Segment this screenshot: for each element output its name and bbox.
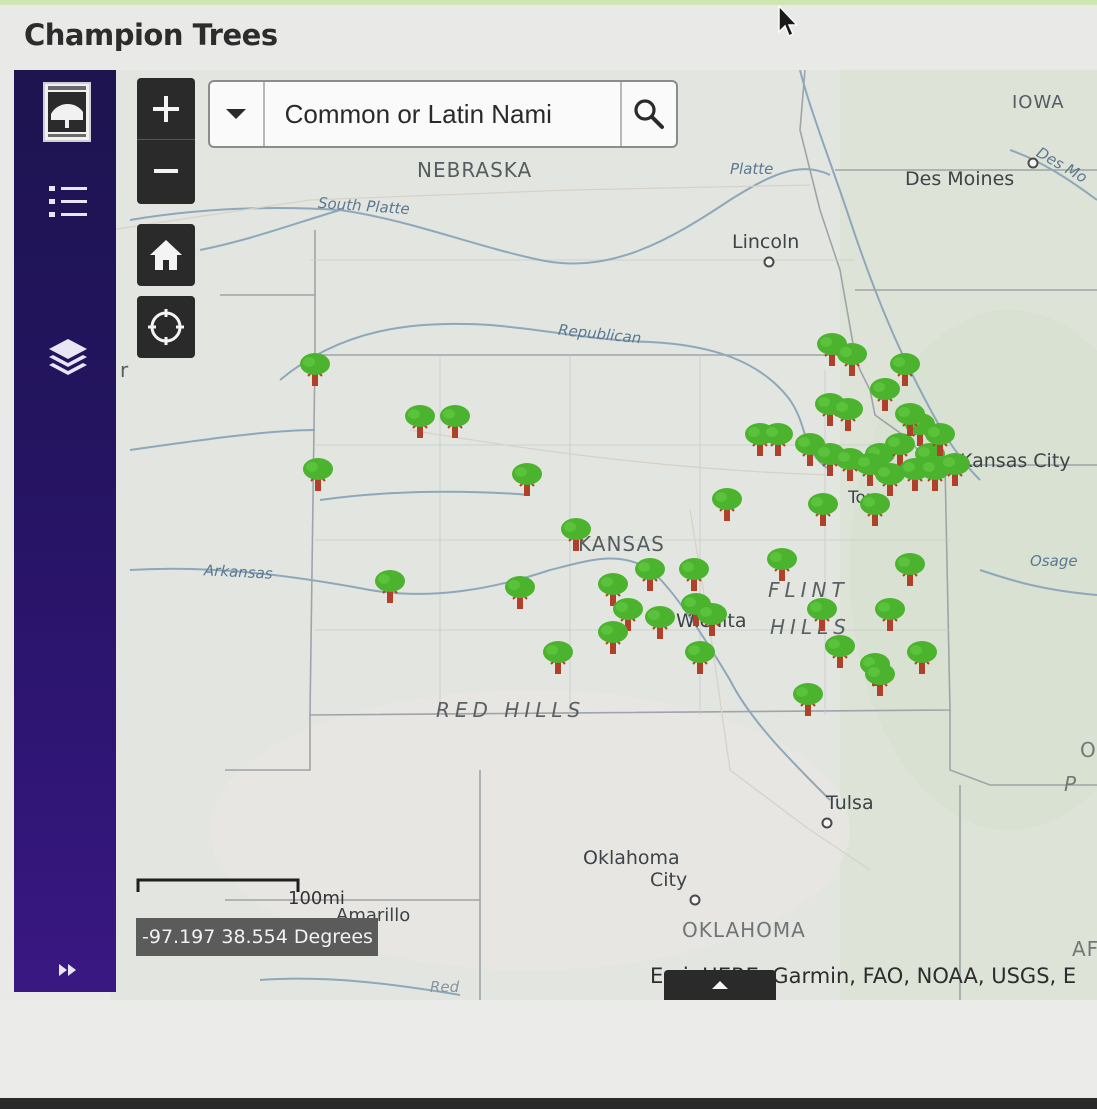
map-label-nebraska: NEBRASKA (417, 158, 533, 182)
champion-tree-marker[interactable] (710, 485, 744, 523)
champion-tree-marker[interactable] (893, 550, 927, 588)
chevron-down-icon (226, 109, 247, 119)
champion-tree-marker[interactable] (683, 638, 717, 676)
map-label-des-moines: Des Moines (905, 168, 1015, 190)
map-label-lincoln: Lincoln (732, 231, 800, 253)
champion-tree-marker[interactable] (541, 638, 575, 676)
champion-tree-marker[interactable] (905, 638, 939, 676)
champion-tree-marker[interactable] (938, 450, 972, 488)
zoom-in-button[interactable] (137, 78, 195, 140)
champion-tree-marker[interactable] (793, 430, 827, 468)
champion-tree-marker[interactable] (695, 600, 729, 638)
home-control (137, 224, 195, 286)
champion-tree-marker[interactable] (510, 460, 544, 498)
locate-icon (148, 309, 184, 345)
search-source-dropdown[interactable] (210, 82, 265, 146)
champion-tree-marker[interactable] (835, 340, 869, 378)
map-label-edge-p: P (1064, 772, 1078, 796)
zoom-controls (137, 78, 195, 204)
list-icon (49, 186, 87, 217)
zoom-in-icon (153, 95, 179, 122)
basemap (110, 70, 1097, 1000)
map-view[interactable]: NEBRASKA KANSAS OKLAHOMA IOWA Lincoln De… (110, 70, 1097, 1000)
map-label-edge-a: AF (1072, 937, 1097, 961)
map-label-arkansas: Arkansas (203, 561, 274, 583)
sidebar (14, 70, 116, 992)
map-label-oklahoma: OKLAHOMA (682, 918, 806, 942)
search-input[interactable] (264, 82, 622, 146)
champion-tree-marker[interactable] (373, 567, 407, 605)
champion-tree-marker[interactable] (868, 375, 902, 413)
champion-tree-marker[interactable] (883, 430, 917, 468)
map-label-edge-r: r (120, 358, 130, 382)
champion-tree-marker[interactable] (893, 400, 927, 438)
map-label-kansas: KANSAS (578, 532, 665, 556)
champion-tree-marker[interactable] (823, 632, 857, 670)
map-label-kansas-city: Kansas City (960, 450, 1071, 472)
map-label-oklahoma-city-line2: City (650, 869, 688, 891)
search-button[interactable] (622, 82, 676, 146)
layers-button[interactable] (44, 334, 92, 382)
top-strip (0, 0, 1097, 5)
champion-tree-marker[interactable] (611, 595, 645, 633)
champion-tree-marker[interactable] (677, 555, 711, 593)
map-label-red: Red (430, 978, 460, 996)
locate-control (137, 296, 195, 358)
chevron-up-icon (712, 981, 728, 989)
map-label-red-hills: RED HILLS (436, 698, 586, 722)
home-icon (150, 240, 182, 270)
page-footer-area (0, 1000, 1097, 1109)
champion-tree-marker[interactable] (873, 460, 907, 498)
logo-icon (43, 82, 91, 142)
champion-tree-marker[interactable] (503, 573, 537, 611)
champion-tree-marker[interactable] (643, 603, 677, 641)
layers-icon (49, 339, 87, 375)
map-label-oklahoma-city-line1: Oklahoma (583, 847, 680, 869)
champion-tree-marker[interactable] (438, 402, 472, 440)
zoom-out-button[interactable] (137, 140, 195, 202)
champion-tree-marker[interactable] (596, 618, 630, 656)
locate-button[interactable] (137, 296, 195, 358)
champion-tree-marker[interactable] (633, 555, 667, 593)
map-label-edge-o: O (1080, 738, 1097, 762)
champion-tree-marker[interactable] (403, 402, 437, 440)
champion-tree-marker[interactable] (863, 660, 897, 698)
map-label-iowa: IOWA (1012, 92, 1065, 113)
champion-tree-marker[interactable] (765, 545, 799, 583)
map-label-hills: HILLS (770, 615, 851, 639)
champion-tree-marker[interactable] (923, 420, 957, 458)
champion-tree-marker[interactable] (301, 455, 335, 493)
zoom-out-icon (154, 169, 178, 173)
expand-icon (59, 964, 76, 976)
champion-tree-marker[interactable] (761, 420, 795, 458)
champion-tree-marker[interactable] (298, 350, 332, 388)
expand-sidebar-button[interactable] (44, 946, 92, 994)
champion-tree-marker[interactable] (831, 395, 865, 433)
champion-tree-marker[interactable] (873, 595, 907, 633)
attribution-toggle-button[interactable] (664, 970, 776, 1000)
map-label-flint: FLINT (768, 578, 849, 602)
champion-tree-marker[interactable] (806, 490, 840, 528)
search-widget (208, 80, 678, 148)
champion-tree-marker[interactable] (791, 680, 825, 718)
champion-tree-marker[interactable] (888, 350, 922, 388)
champion-tree-marker[interactable] (559, 515, 593, 553)
champion-tree-marker[interactable] (858, 490, 892, 528)
scale-label: 100mi (288, 888, 345, 909)
search-icon (634, 99, 664, 129)
mouse-cursor-icon (778, 4, 799, 38)
champion-tree-marker[interactable] (596, 570, 630, 608)
app-title: Champion Trees (24, 18, 278, 52)
scale-bar (136, 878, 300, 892)
home-button[interactable] (137, 224, 195, 286)
screen-bezel (0, 1098, 1097, 1109)
legend-list-button[interactable] (44, 178, 92, 226)
map-label-platte: Platte (730, 160, 774, 178)
champion-tree-marker[interactable] (805, 595, 839, 633)
coordinate-readout: -97.197 38.554 Degrees (136, 918, 378, 956)
map-label-osage: Osage (1030, 552, 1078, 570)
map-label-tulsa: Tulsa (826, 792, 874, 814)
